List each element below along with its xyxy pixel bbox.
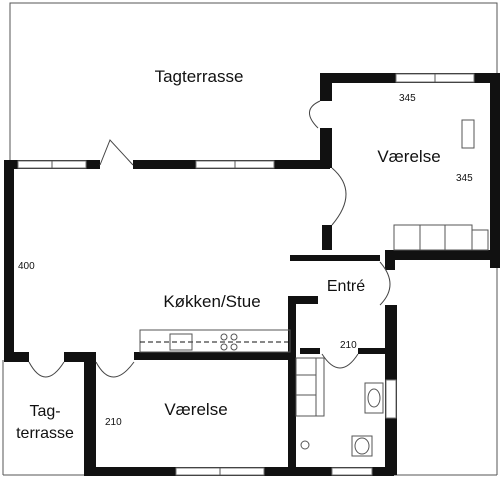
room-label-tagterrasse-bottom-2: terrasse: [16, 425, 74, 442]
kitchen-counter: [139, 329, 291, 353]
dimension-top-room-width: 345: [399, 93, 416, 104]
room-label-entre: Entré: [327, 278, 365, 295]
dimension-bottom-room-depth: 210: [105, 417, 122, 428]
built-ins: [295, 119, 489, 417]
room-label-vaerelse-bottom: Værelse: [164, 400, 227, 419]
doors: [28, 100, 391, 378]
dimension-bath-width: 210: [340, 340, 357, 351]
room-label-kokken-stue: Køkken/Stue: [163, 292, 260, 311]
room-label-tagterrasse-top: Tagterrasse: [155, 67, 244, 86]
room-label-tagterrasse-bottom-1: Tag-: [29, 403, 60, 420]
windows: [17, 73, 475, 476]
dimension-living-depth: 400: [18, 261, 35, 272]
walls: [4, 73, 500, 476]
bathroom-fixtures: [300, 382, 384, 457]
dimension-top-room-depth: 345: [456, 173, 473, 184]
room-label-vaerelse-top: Værelse: [377, 147, 440, 166]
